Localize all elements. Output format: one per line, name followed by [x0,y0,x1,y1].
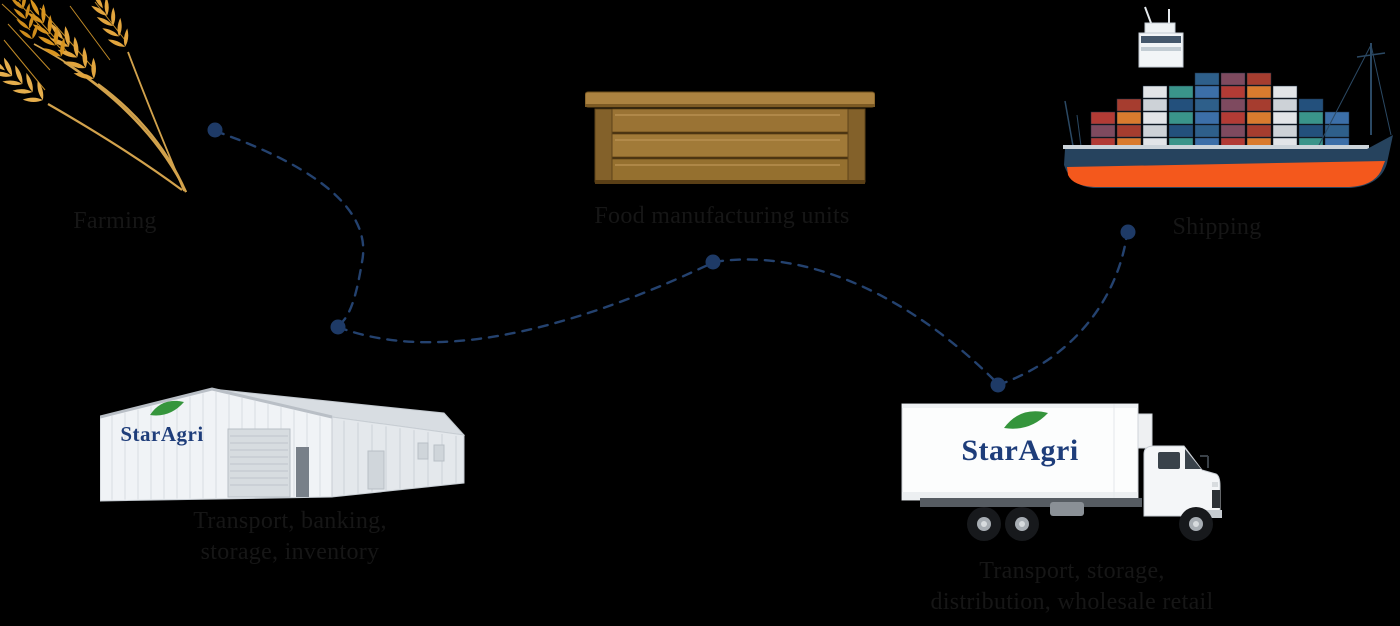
warehouse-label-line1: Transport, banking, [193,508,387,534]
staragri-logo-truck: StarAgri [961,411,1078,467]
connector-warehouse-to-foodunits [336,261,714,344]
ship-rigging [1064,43,1392,150]
warehouse-side-door [296,447,309,497]
node-dot-foodunits [705,254,721,270]
container-ship-icon [1063,6,1393,188]
connector-foodunits-to-truck [712,258,999,385]
distribution-label-line1: Transport, storage, [979,558,1165,584]
staragri-logo-text: StarAgri [120,422,203,446]
warehouse-building-icon: StarAgri [100,387,465,502]
ship-superstructure [1138,6,1184,68]
truck-side-window [1158,452,1180,469]
node-dot-farming [207,122,223,138]
warehouse-vent-1 [417,442,429,460]
truck-fridge-unit [1137,413,1153,449]
truck-wheels [967,507,1213,541]
farming-label: Farming [73,208,157,234]
food-units-label: Food manufacturing units [594,203,850,229]
connector-truck-to-ship [996,232,1129,387]
truck-windshield [1185,449,1201,469]
node-dot-truck [990,377,1006,393]
ship-containers [1090,72,1350,151]
crate-planks [594,108,866,183]
staragri-logo-warehouse: StarAgri [120,400,203,446]
ship-hull-orange [1067,161,1385,187]
distribution-label-line2: distribution, wholesale retail [930,589,1214,615]
wheat-ears-icon [0,0,188,193]
connector-farm-to-warehouse [213,129,365,328]
warehouse-label-line2: storage, inventory [200,539,380,565]
wheat-stems [33,43,188,193]
leaf-icon [150,400,184,416]
node-dot-warehouse [330,319,346,335]
wooden-crate-icon [585,91,875,184]
warehouse-vent-2 [433,444,445,462]
warehouse-rollup-door [227,428,291,498]
staragri-logo-text: StarAgri [961,434,1078,467]
node-dot-ship [1120,224,1136,240]
box-truck-icon: StarAgri [901,403,1222,541]
leaf-icon [1004,411,1048,429]
shipping-label: Shipping [1172,214,1262,240]
warehouse-person-door [367,450,385,490]
